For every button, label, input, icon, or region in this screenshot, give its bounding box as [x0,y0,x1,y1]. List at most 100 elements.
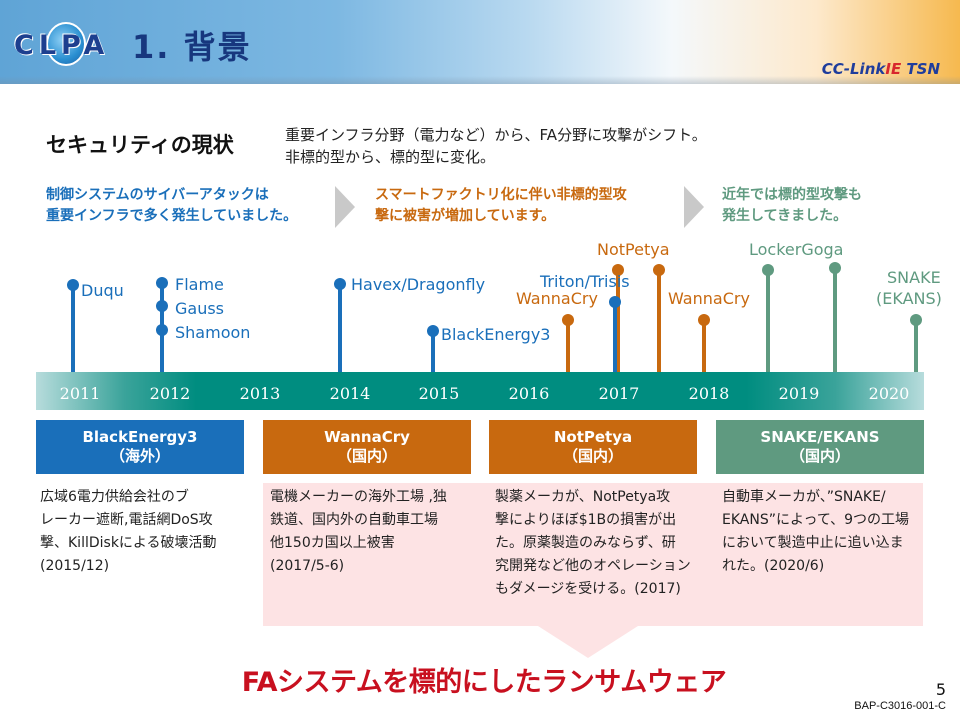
year-label: 2016 [508,384,550,403]
event-label-gauss: Gauss [175,299,225,318]
phase-line: 発生してきました。 [722,208,848,224]
event-label-wannacry-2016: WannaCry [516,289,598,308]
card-title: BlackEnergy3 [82,428,198,446]
phase-caption-1: 制御システムのサイバーアタックは 重要インフラで多く発生していました。 [46,185,297,227]
event-stem [702,320,706,372]
event-label-notpetya: NotPetya [597,240,670,259]
event-marker-icon [334,278,346,290]
card-header-wannacry: WannaCry （国内） [263,420,471,474]
summary-line: 非標的型から、標的型に変化。 [285,148,496,166]
conclusion-text: FAシステムを標的にしたランサムウェア [241,667,727,698]
event-marker-icon [156,324,168,336]
event-stem [616,270,620,372]
card-line: 究開発など他のオペレーション [495,558,691,574]
event-stem [766,270,770,372]
event-label-lockergoga: LockerGoga [749,240,844,259]
chevron-right-icon [335,186,355,228]
year-label: 2013 [239,384,281,403]
event-label-triton: Triton/Trisis [540,272,630,291]
logo-text: CLPA [14,30,110,61]
brand-logo: CC-LinkIE TSN [822,60,940,78]
phase-caption-3: 近年では標的型攻撃も 発生してきました。 [722,185,862,227]
card-line: 撃、KillDiskによる破壊活動 [40,535,217,551]
section-title: セキュリティの現状 [46,133,234,157]
timeline-bar: 2011 2012 2013 2014 2015 2016 2017 2018 … [36,372,924,410]
event-marker-icon [156,300,168,312]
event-label-havex: Havex/Dragonfly [351,275,486,294]
card-line: 撃によりほぼ$1Bの損害が出 [495,512,677,528]
event-marker-icon [156,277,168,289]
event-label-snake: SNAKE [887,268,941,287]
phase-line: 重要インフラで多く発生していました。 [46,208,298,224]
event-marker-icon [910,314,922,326]
event-label-ekans: (EKANS) [876,289,942,308]
highlight-area [263,483,923,626]
event-stem [71,284,75,372]
phase-line: 制御システムのサイバーアタックは [46,187,269,203]
card-line: (2015/12) [40,558,110,574]
brand-red: IE [885,60,902,78]
event-label-duqu: Duqu [81,281,124,300]
card-line: 他150カ国以上被害 [270,535,395,551]
event-marker-icon [653,264,665,276]
event-label-blackenergy3: BlackEnergy3 [441,325,551,344]
card-line: 製薬メーカが、NotPetya攻 [495,489,671,505]
event-stem [914,320,918,372]
year-label: 2017 [598,384,640,403]
page-title: 1. 背景 [132,28,252,66]
card-line: レーカー遮断,電話網DoS攻 [40,512,213,528]
card-title: NotPetya [553,428,633,446]
card-line: 自動車メーカが、”SNAKE/ [722,489,886,505]
summary-text: 重要インフラ分野（電力など）から、FA分野に攻撃がシフト。 非標的型から、標的型… [285,124,707,168]
card-line: もダメージを受ける。(2017) [495,581,681,597]
globe-icon [46,22,86,66]
summary-line: 重要インフラ分野（電力など）から、FA分野に攻撃がシフト。 [285,126,707,144]
card-body-snake-ekans: 自動車メーカが、”SNAKE/ EKANS”によって、9つの工場 において製造中… [720,486,928,578]
card-line: れた。(2020/6) [722,558,825,574]
header-banner: CLPA 1. 背景 CC-LinkIE TSN [0,0,960,84]
card-line: た。原薬製造のみならず、研 [495,535,676,551]
card-header-notpetya: NotPetya （国内） [489,420,697,474]
card-title: SNAKE/EKANS [760,428,880,446]
card-line: 鉄道、国内外の自動車工場 [270,512,438,528]
event-stem [613,302,617,372]
card-body-blackenergy3: 広域6電力供給会社のブ レーカー遮断,電話網DoS攻 撃、KillDiskによる… [38,486,246,578]
event-marker-icon [612,264,624,276]
phase-line: スマートファクトリ化に伴い非標的型攻 [375,187,627,203]
card-body-notpetya: 製薬メーカが、NotPetya攻 撃によりほぼ$1Bの損害が出 た。原薬製造のみ… [493,486,708,601]
year-label: 2019 [778,384,820,403]
event-label-wannacry-2018: WannaCry [668,289,750,308]
clpa-logo: CLPA [14,16,114,72]
event-marker-icon [427,325,439,337]
card-subtitle: （国内） [789,447,850,465]
card-line: 電機メーカーの海外工場 ,独 [270,489,447,505]
brand-suffix: TSN [901,60,940,78]
event-stem [833,268,837,372]
card-line: 広域6電力供給会社のブ [40,489,189,505]
event-marker-icon [698,314,710,326]
event-stem [431,330,435,372]
document-code: BAP-C3016-001-C [854,700,946,712]
event-stem [338,284,342,372]
event-marker-icon [829,262,841,274]
card-header-snake-ekans: SNAKE/EKANS （国内） [716,420,924,474]
card-subtitle: （国内） [336,447,397,465]
phase-line: 撃に被害が増加しています。 [375,208,556,224]
event-stem [657,270,661,372]
phase-line: 近年では標的型攻撃も [722,187,862,203]
event-stem [566,320,570,372]
card-subtitle: （国内） [562,447,623,465]
card-line: において製造中止に追い込ま [722,535,904,551]
year-label: 2015 [418,384,460,403]
event-label-flame: Flame [175,275,224,294]
card-body-wannacry: 電機メーカーの海外工場 ,独 鉄道、国内外の自動車工場 他150カ国以上被害 (… [268,486,476,578]
event-marker-icon [562,314,574,326]
year-label: 2014 [329,384,371,403]
card-line: EKANS”によって、9つの工場 [722,512,910,528]
event-marker-icon [609,296,621,308]
phase-caption-2: スマートファクトリ化に伴い非標的型攻 撃に被害が増加しています。 [375,185,627,227]
card-line: (2017/5-6) [270,558,345,574]
brand-prefix: CC-Link [821,60,886,78]
event-label-shamoon: Shamoon [175,323,251,342]
card-header-blackenergy3: BlackEnergy3 （海外） [36,420,244,474]
